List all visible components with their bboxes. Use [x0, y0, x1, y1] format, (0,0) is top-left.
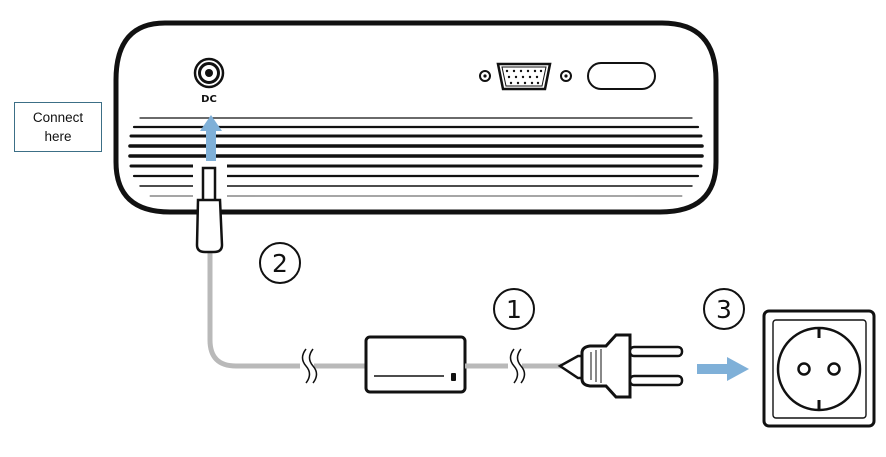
vga-port: [479, 62, 572, 91]
cable-break-right: [508, 348, 526, 384]
step-2-number: 2: [272, 249, 288, 278]
step-2-marker: 2: [259, 242, 301, 284]
step-1-number: 1: [506, 295, 522, 324]
step-1-marker: 1: [493, 288, 535, 330]
dc-cable: [207, 248, 372, 369]
dc-port: [193, 57, 225, 89]
port-slot: [587, 62, 656, 90]
wall-socket: [762, 309, 876, 428]
cable-break-left: [300, 348, 318, 384]
step-3-marker: 3: [703, 288, 745, 330]
connect-here-callout: Connect here: [14, 102, 102, 152]
plug-in-arrow: [697, 357, 749, 381]
power-adapter: [364, 335, 467, 394]
wall-plug: [557, 333, 684, 399]
dc-plug: [195, 166, 224, 254]
connect-up-arrow: [200, 115, 222, 161]
step-3-number: 3: [716, 295, 732, 324]
dc-port-label: DC: [201, 94, 217, 105]
connect-here-text: Connect here: [32, 110, 84, 144]
projector-vents: [128, 117, 704, 197]
